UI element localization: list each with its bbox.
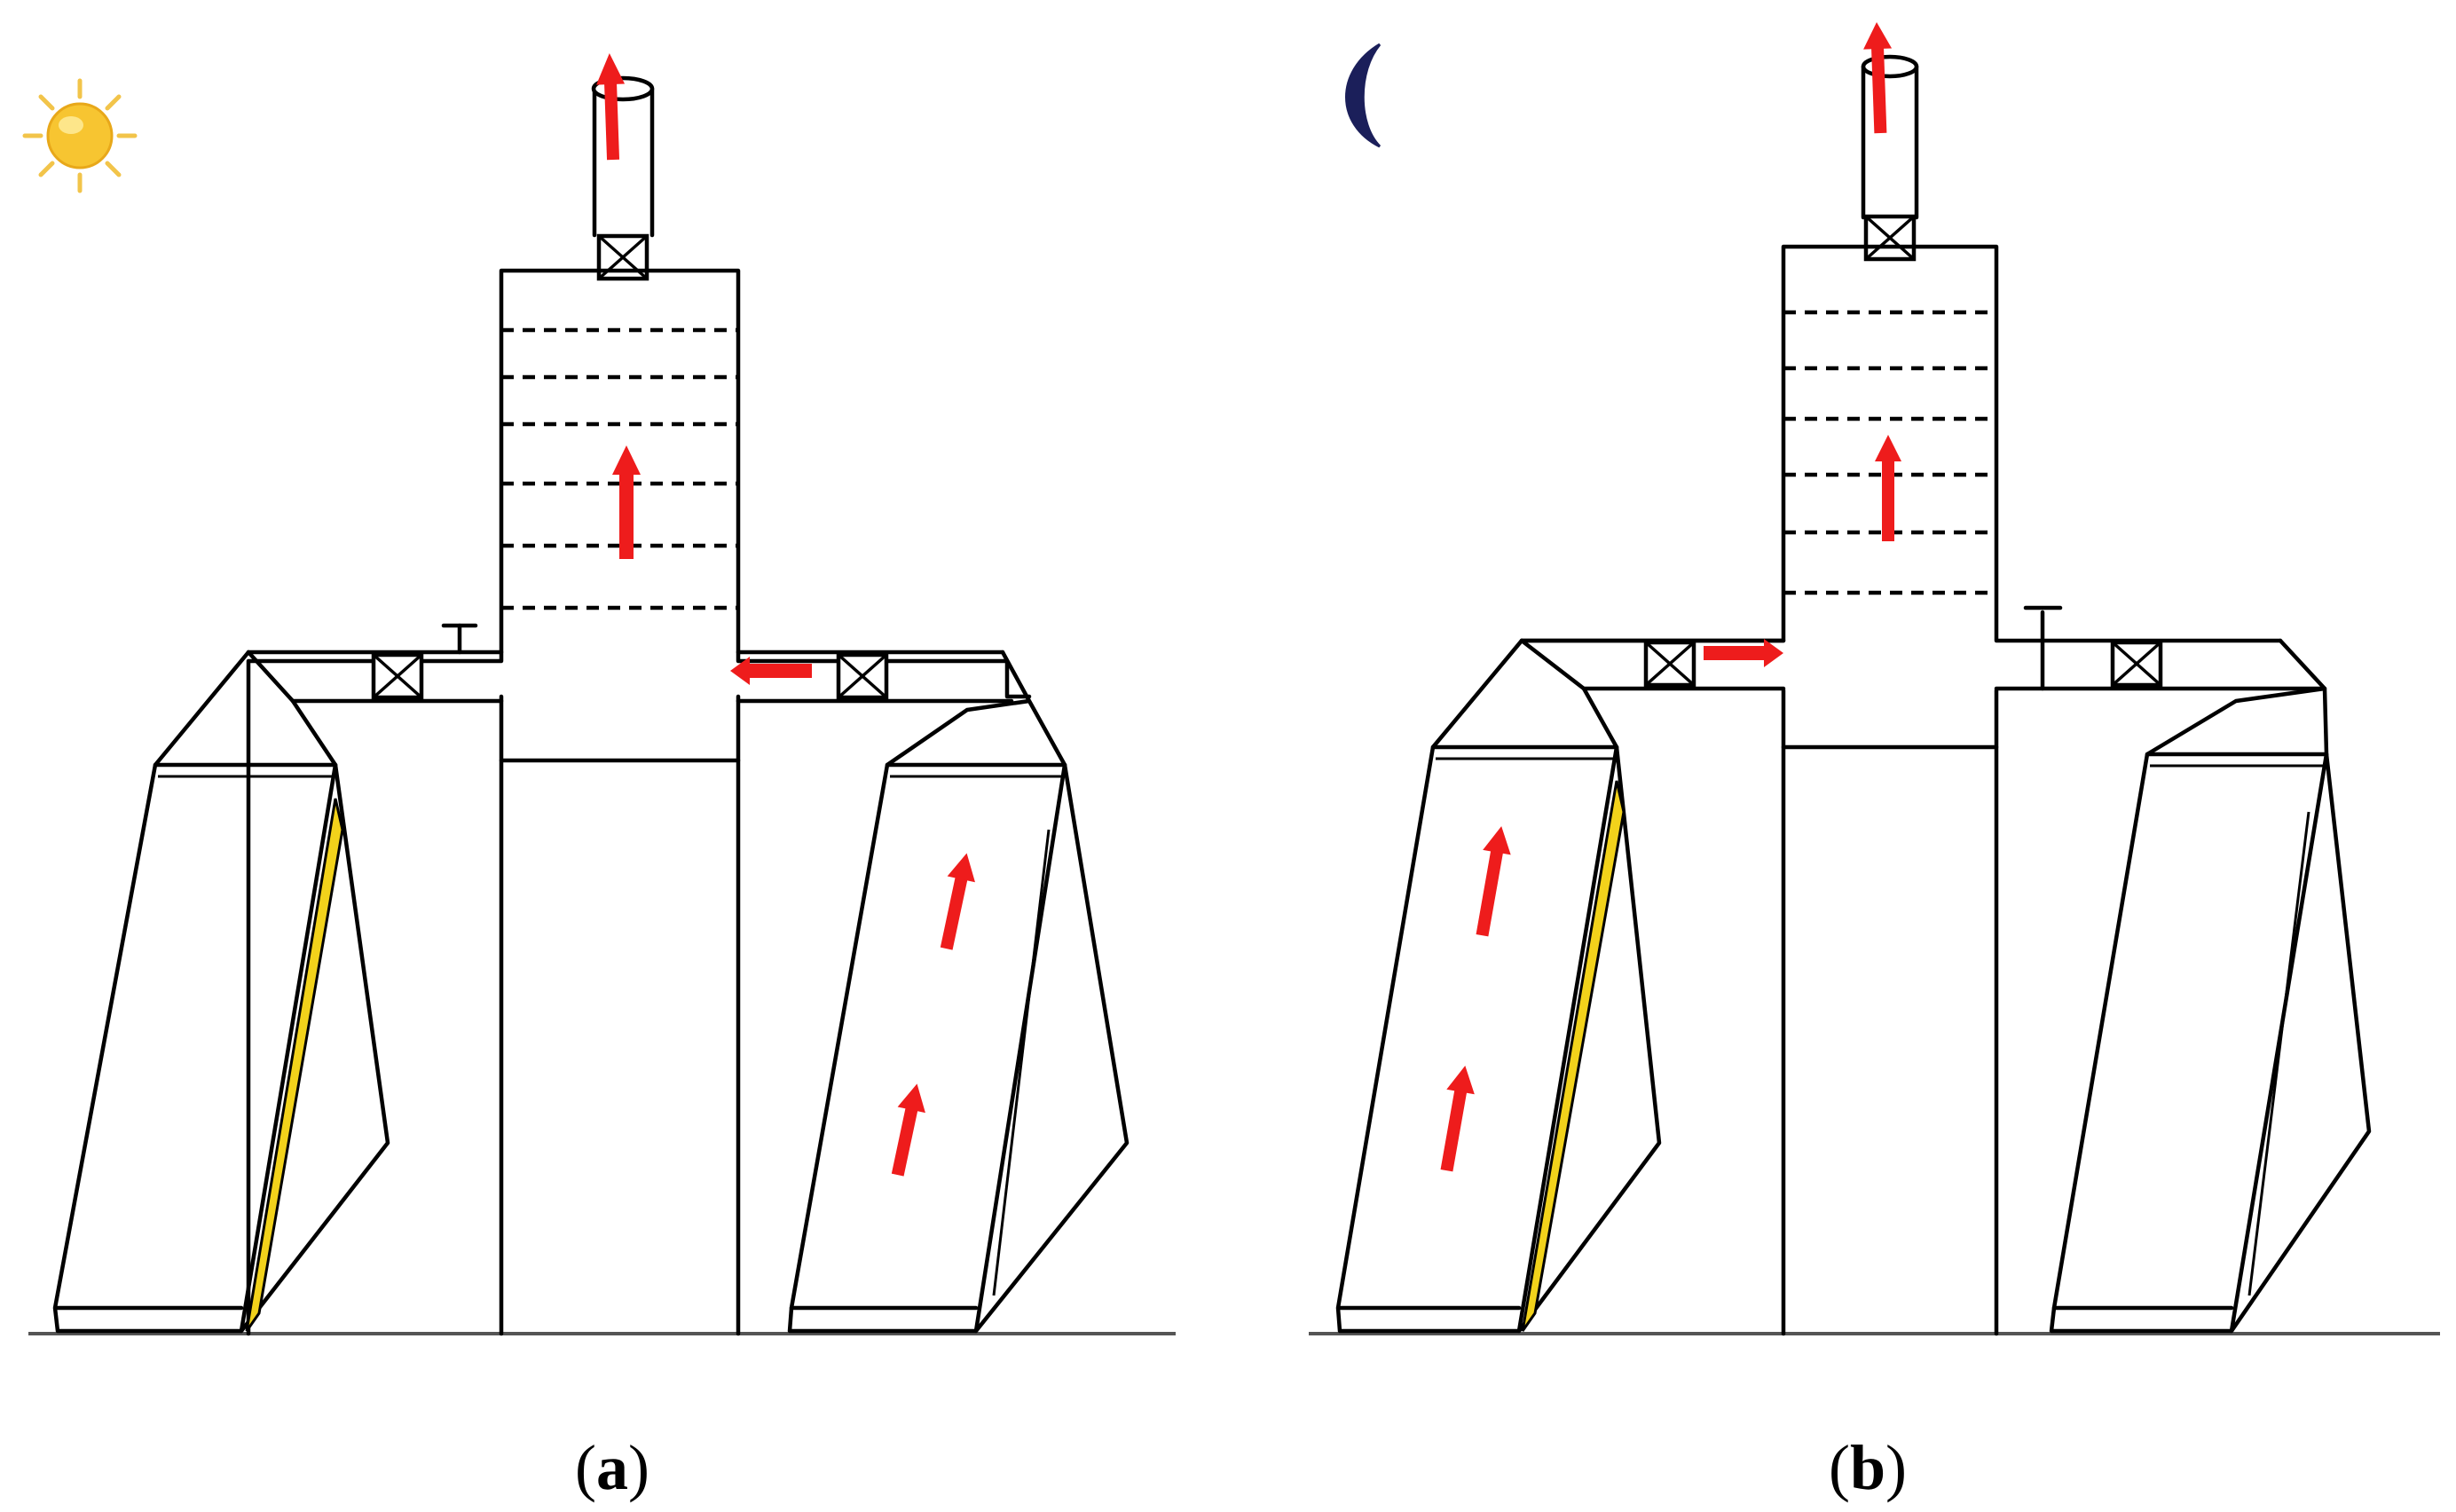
airflow-arrow-duct-b xyxy=(1704,639,1783,667)
duct-left-b xyxy=(1519,638,1786,691)
airflow-arrows-b xyxy=(1440,22,1901,1172)
airflow-arrow-outlet-b xyxy=(1863,22,1893,134)
moon-icon xyxy=(1345,43,1382,148)
absorber-strip-a xyxy=(245,798,344,1332)
collector-left-b xyxy=(1335,638,1662,1334)
outlet-pipe-b xyxy=(1861,54,1919,259)
caption-a: (a) xyxy=(575,1432,649,1503)
airflow-arrow-outlet-a xyxy=(596,53,626,161)
chimney-b xyxy=(1519,244,2283,1336)
panel-a: (a) xyxy=(22,53,1176,1503)
collector-right-a xyxy=(787,650,1130,1334)
airflow-arrow-collector-lower-a xyxy=(891,1083,925,1177)
outlet-pipe-a xyxy=(591,75,655,279)
airflow-arrow-collector-upper-a xyxy=(940,853,975,950)
sun-icon xyxy=(22,78,138,193)
panel-b: (b) xyxy=(1309,22,2440,1503)
duct-right-b xyxy=(1994,605,2327,691)
airflow-arrows-a xyxy=(596,53,975,1177)
collector-left-a xyxy=(52,650,390,1334)
airflow-arrow-chimney-b xyxy=(1875,435,1901,541)
duct-right-a xyxy=(736,650,1014,704)
airflow-arrow-collector-upper-b xyxy=(1476,826,1511,937)
airflow-arrow-duct-a xyxy=(730,657,812,685)
collector-right-b xyxy=(2049,638,2372,1334)
absorber-strip-b xyxy=(1521,780,1626,1332)
duct-left-a xyxy=(246,623,504,704)
airflow-arrow-collector-lower-b xyxy=(1440,1065,1475,1172)
airflow-arrow-chimney-a xyxy=(612,445,641,559)
caption-b: (b) xyxy=(1829,1432,1907,1503)
